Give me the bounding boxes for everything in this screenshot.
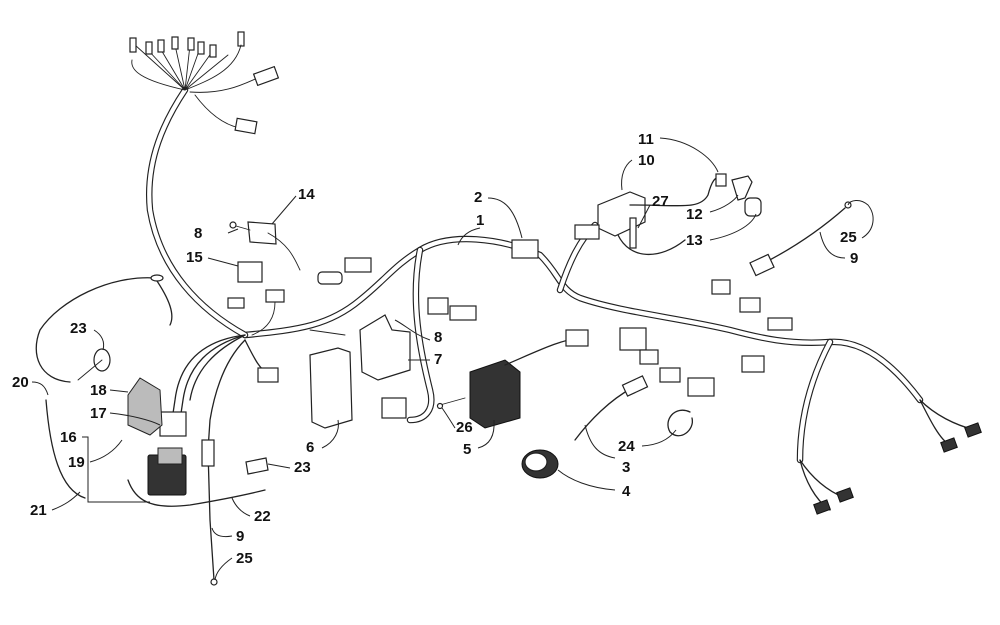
callout-2: 2	[474, 189, 482, 206]
left-components	[35, 221, 346, 586]
callout-15: 15	[186, 249, 203, 266]
callout-8b: 8	[434, 329, 442, 346]
callout-6: 6	[306, 439, 314, 456]
main-harness	[146, 86, 924, 464]
callout-7: 7	[434, 351, 442, 368]
callout-9b: 9	[236, 528, 244, 545]
callout-5: 5	[463, 441, 471, 458]
callout-20: 20	[12, 374, 29, 391]
callout-14: 14	[298, 186, 315, 203]
callout-24: 24	[618, 438, 635, 455]
callout-22: 22	[254, 508, 271, 525]
right-components	[521, 279, 982, 515]
callout-13: 13	[686, 232, 703, 249]
callout-labels: 1 2 3 4 5 6 7 8 8 9 9 10 11 12 13 14 15 …	[12, 131, 858, 567]
callout-12: 12	[686, 206, 703, 223]
callout-10: 10	[638, 152, 655, 169]
callout-25b: 25	[236, 550, 253, 567]
callout-4: 4	[622, 483, 631, 500]
callout-21: 21	[30, 502, 47, 519]
callout-26: 26	[456, 419, 473, 436]
center-components	[309, 257, 589, 429]
callout-17: 17	[90, 405, 107, 422]
upper-right-components	[511, 173, 852, 277]
callout-9a: 9	[850, 250, 858, 267]
callout-1: 1	[476, 212, 484, 229]
leader-lines	[31, 137, 874, 581]
callout-27: 27	[652, 193, 669, 210]
callout-18: 18	[90, 382, 107, 399]
callout-25a: 25	[840, 229, 857, 246]
callout-23b: 23	[294, 459, 311, 476]
callout-11: 11	[638, 131, 654, 148]
top-connector-bundle	[129, 31, 280, 135]
callout-23a: 23	[70, 320, 87, 337]
callout-8a: 8	[194, 225, 202, 242]
callout-19: 19	[68, 454, 85, 471]
callout-16: 16	[60, 429, 77, 446]
callout-3: 3	[622, 459, 630, 476]
